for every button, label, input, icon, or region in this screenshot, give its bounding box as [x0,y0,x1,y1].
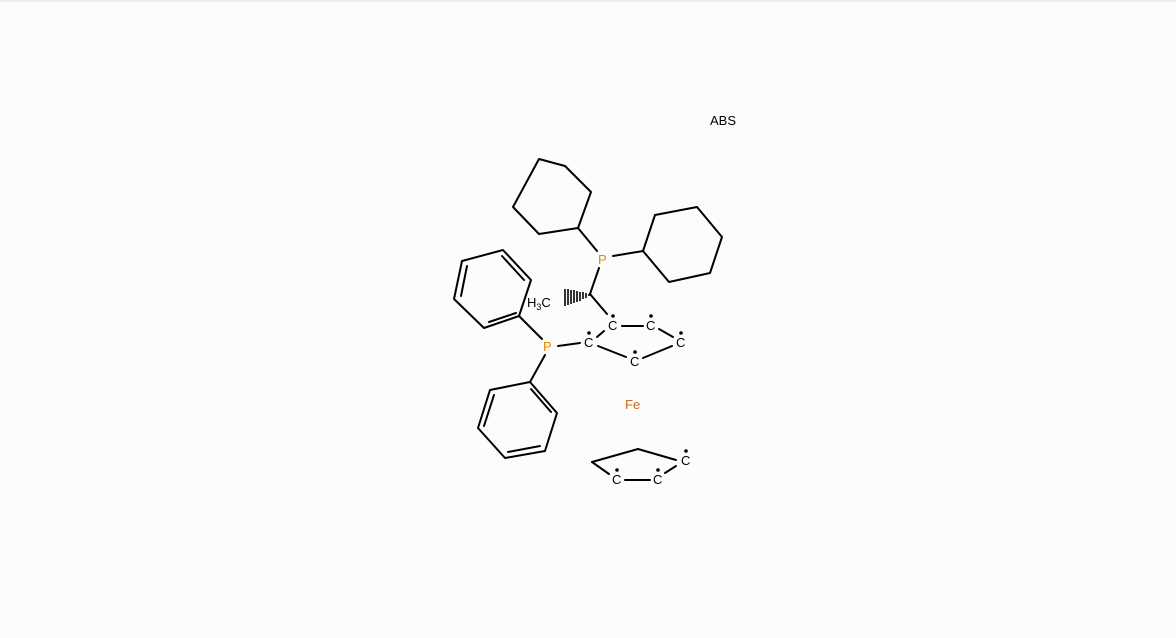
abs-stereo-label: ABS [710,113,736,128]
cp2-carbon-3: C [612,472,621,487]
cyclohexyl-ring-right [642,206,723,283]
phosphorus-upper: P [598,252,607,267]
phenyl-upper-double-1 [488,312,517,323]
cp-carbon-3: C [676,335,685,350]
phenyl-ring-lower [477,381,558,459]
hashed-wedge-methyl [564,289,590,306]
cp-carbon-5: C [584,335,593,350]
phosphorus-lower: P [543,339,552,354]
phenyl-lower-double-1 [530,388,552,413]
bond-p-cy2 [612,250,644,257]
radical-dot [679,331,683,335]
radical-dot [656,468,660,472]
radical-dot [615,468,619,472]
bond-p-ch [589,267,600,295]
cp-bottom-bond-5 [591,461,610,475]
cp2-carbon-2: C [653,472,662,487]
radical-dot [611,314,615,318]
phenyl-ring-upper [453,249,532,329]
cp-bottom-bond-3 [664,465,677,474]
cp-bottom-bond-2 [637,448,677,461]
cp-bottom-bond-1 [591,448,639,463]
phenyl-upper-double-3 [501,255,525,281]
radical-dot [684,449,688,453]
cyclohexyl-ring-left [512,158,592,235]
cp-top-bond-4 [597,345,627,358]
phenyl-upper-double-2 [460,265,468,297]
cp-top-bond-3 [642,345,673,359]
iron-atom: Fe [625,397,640,412]
bond-ph1-p [518,315,543,340]
methyl-label: H3C [527,295,551,312]
bond-p-ph2 [529,354,546,383]
radical-dot [587,331,591,335]
top-divider [0,0,1176,2]
radical-dot [633,350,637,354]
cp-top-bond-2 [658,328,674,338]
cp-carbon-1: C [608,318,617,333]
cp-top-bond-5 [596,330,605,338]
phenyl-lower-double-2 [507,445,541,453]
bond-p-cp [557,342,581,347]
cp-carbon-4: C [630,354,639,369]
bond-cy1-p [577,227,598,252]
phenyl-lower-double-3 [483,394,495,427]
radical-dot [649,314,653,318]
cp2-carbon-1: C [681,453,690,468]
bond-ch-cp [589,293,608,315]
cp-carbon-2: C [646,318,655,333]
